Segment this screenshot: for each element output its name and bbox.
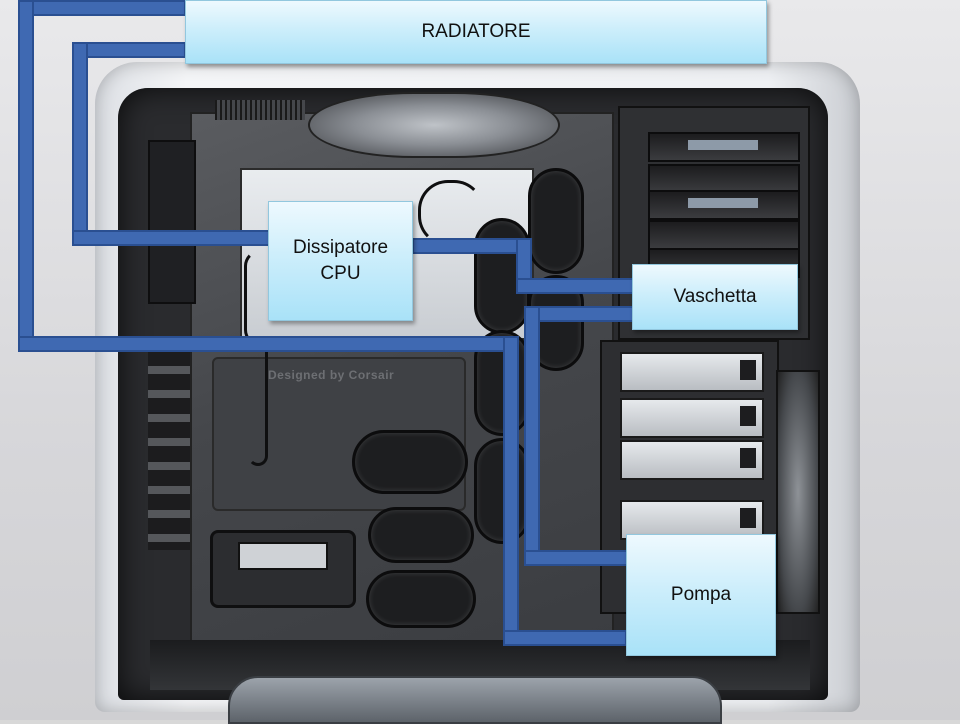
cable: [418, 180, 484, 246]
hdd-tray: [620, 398, 764, 438]
tube-segment: [524, 306, 540, 566]
pump-label: Pompa: [626, 534, 776, 656]
tube-segment: [18, 0, 34, 352]
cable: [248, 340, 268, 466]
tube-segment: [72, 230, 270, 246]
tube-segment: [72, 42, 186, 58]
tube-segment: [412, 238, 532, 254]
tray-engraving: Designed by Corsair: [268, 368, 395, 382]
tube-segment: [18, 0, 186, 16]
top-vent: [215, 100, 305, 120]
radiator-label: RADIATORE: [185, 0, 767, 64]
tube-segment: [503, 630, 627, 646]
tube-segment: [524, 306, 634, 322]
hdd-tray: [620, 500, 764, 540]
tube-segment: [524, 550, 628, 566]
top-fan: [308, 92, 560, 158]
cable-grommet: [368, 507, 474, 563]
cpu-cooler-label-text: Dissipatore CPU: [293, 235, 388, 286]
reservoir-label-text: Vaschetta: [673, 286, 757, 308]
reservoir-label: Vaschetta: [632, 264, 798, 330]
drive-bay: [648, 132, 800, 162]
cable-grommet: [474, 438, 530, 544]
tube-segment: [18, 336, 518, 352]
cable-grommet: [366, 570, 476, 628]
case-stand: [228, 676, 722, 724]
drive-bay: [648, 190, 800, 220]
hdd-tray: [620, 352, 764, 392]
psu-cutout-window: [238, 542, 328, 570]
pump-label-text: Pompa: [670, 584, 732, 606]
hdd-tray: [620, 440, 764, 480]
rear-fan: [148, 140, 196, 304]
expansion-slots: [148, 350, 190, 550]
cable-grommet: [352, 430, 468, 494]
front-fan: [776, 370, 820, 614]
tube-segment: [516, 278, 640, 294]
tube-segment: [72, 42, 88, 246]
drive-bay: [648, 220, 800, 250]
radiator-label-text: RADIATORE: [421, 21, 531, 43]
cpu-cooler-label: Dissipatore CPU: [268, 201, 413, 321]
tube-segment: [503, 336, 519, 646]
cable-grommet: [528, 168, 584, 274]
cpu-label-line-2: CPU: [320, 263, 361, 284]
cpu-label-line-1: Dissipatore: [292, 237, 389, 259]
